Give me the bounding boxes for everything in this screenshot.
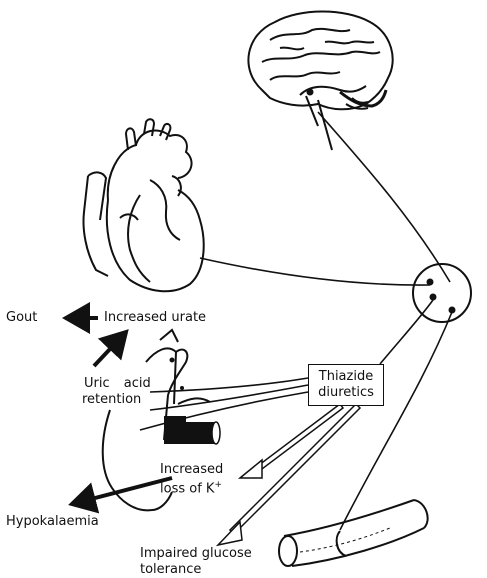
impaired-glucose-label: Impaired glucose [140,546,252,561]
connector-lines [200,112,452,530]
heart-illustration [84,119,204,291]
retention-label: retention [82,392,141,407]
tolerance-label: tolerance [140,562,201,577]
gout-label: Gout [6,310,37,325]
brain-to-node-line [318,112,450,282]
drug-to-node-line [380,300,433,364]
brain-site-dot [307,89,314,96]
blood-vessel-illustration [284,500,428,566]
hypokalaemia-label: Hypokalaemia [6,514,99,529]
potassium-charge: + [214,480,222,490]
solid-arrows [66,318,172,504]
uric-acid-label: Uric acid [84,376,151,391]
increased-urate-label: Increased urate [104,310,206,325]
arrow-to-glucose [230,404,360,534]
increased-label: Increased [160,462,223,477]
arrow-to-increased-urate [94,332,126,366]
thiazide-diuretics-box: Thiazide diuretics [308,364,384,406]
renal-vessel [186,422,220,444]
heart-to-node-line [200,258,430,285]
thiazide-label: Thiazide [319,369,373,385]
loss-of-k-text: loss of K [160,481,214,496]
loss-of-k-label: loss of K+ [160,478,222,496]
node-dot-2 [430,294,437,301]
diuretics-label: diuretics [318,385,374,401]
vessel-opening [279,536,297,566]
brain-illustration [248,12,392,151]
